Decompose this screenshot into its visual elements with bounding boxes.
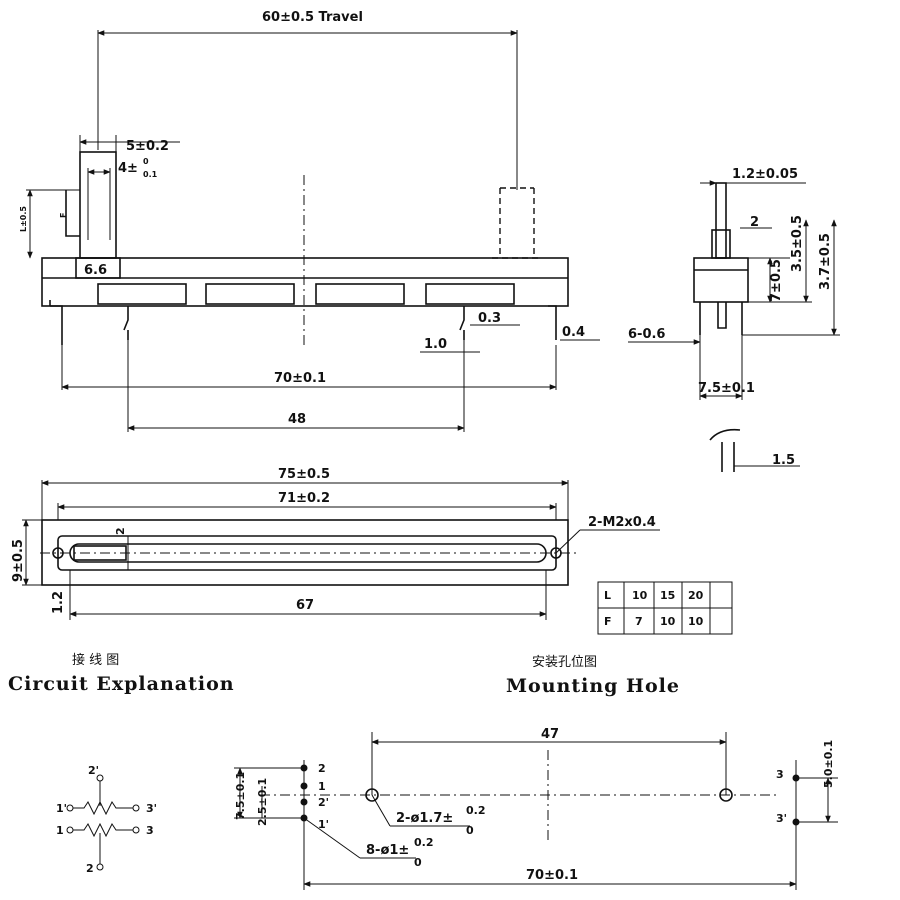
left-pin-label: 2' <box>318 796 329 809</box>
span-outer-dim: 70±0.1 <box>274 371 326 386</box>
shaft-step-dim: 2 <box>750 215 759 230</box>
front-view: 60±0.5 Travel 5±0.2 4± 0 0.1 L±0.5 F 6.6 <box>19 10 600 432</box>
pins-dim: 6-0.6 <box>628 327 665 342</box>
table-cell: 10 <box>660 615 676 628</box>
left-pin-label: 2 <box>318 762 326 775</box>
bottom-view: 75±0.5 71±0.2 2 2-M2x0.4 9±0.5 1.2 67 <box>11 467 660 620</box>
slot-dim: 67 <box>296 598 314 613</box>
table-cell: 15 <box>660 589 675 602</box>
circuit-diagram: 接 线 图 Circuit Explanation 2' 1' 3' 1 3 2 <box>8 652 235 875</box>
pin-bottom-label: 2 <box>86 862 94 875</box>
lf-table: L 10 15 20 F 7 10 10 <box>597 581 733 635</box>
height-c-dim: 3.7±0.5 <box>818 233 833 290</box>
lever-f-dim: F <box>59 213 68 218</box>
svg-text:0: 0 <box>466 824 474 837</box>
width-dim: 9±0.5 <box>11 539 26 582</box>
span-inner-dim: 48 <box>288 412 306 427</box>
pin-top-label: 2' <box>88 764 99 777</box>
right-pin-label: 3' <box>776 812 787 825</box>
edge-dim: 1.2 <box>51 591 66 614</box>
holes-small-dim: 2-ø1.7± <box>396 811 453 826</box>
table-cell: L <box>604 589 611 602</box>
left-pin-label: 1 <box>318 780 326 793</box>
left-pin-label: 1' <box>318 818 329 831</box>
mounting-title-cn: 安装孔位图 <box>532 655 597 670</box>
mounting-hole-diagram: 安装孔位图 Mounting Hole 47 2 1 2' 1' 7.5±0.1… <box>234 655 838 890</box>
knob-width-dim: 6.6 <box>84 263 107 278</box>
circuit-title-en: Circuit Explanation <box>8 673 235 695</box>
pin-height-dim: 1.0 <box>424 337 447 352</box>
pin-left-top-label: 1' <box>56 802 67 815</box>
svg-text:0: 0 <box>143 157 149 166</box>
mounting-title-en: Mounting Hole <box>506 675 680 697</box>
pin-offset-dim: 0.3 <box>478 311 501 326</box>
table-cell: 7 <box>635 615 643 628</box>
total-span-dim: 70±0.1 <box>526 868 578 883</box>
lever-height-dim: L±0.5 <box>19 206 28 232</box>
pin-left-bottom-label: 1 <box>56 824 64 837</box>
right-pin-label: 3 <box>776 768 784 781</box>
svg-text:0: 0 <box>414 856 422 869</box>
pin-right-top-label: 3' <box>146 802 157 815</box>
right-height-dim: 5.0±0.1 <box>822 740 835 788</box>
svg-text:0.2: 0.2 <box>466 804 486 817</box>
travel-dimension: 60±0.5 Travel <box>262 10 363 25</box>
table-cell: F <box>604 615 612 628</box>
pin-right-bottom-label: 3 <box>146 824 154 837</box>
table-cell: 10 <box>688 615 704 628</box>
bend-dim: 1.5 <box>772 453 795 468</box>
lever-mark-dim: 2 <box>114 527 127 535</box>
pin-thick-dim: 0.4 <box>562 325 585 340</box>
svg-text:0.2: 0.2 <box>414 836 434 849</box>
height-b-dim: 3.5±0.5 <box>790 215 805 272</box>
circuit-title-cn: 接 线 图 <box>72 652 119 668</box>
left-pitch-dim: 2.5±0.1 <box>256 778 269 826</box>
shaft-width-dim: 1.2±0.05 <box>732 167 798 182</box>
hole-span-dim: 47 <box>541 727 559 742</box>
table-cell: 20 <box>688 589 704 602</box>
pin-span-dim: 7.5±0.1 <box>698 381 755 396</box>
length-outer-dim: 75±0.5 <box>278 467 330 482</box>
side-view: 1.2±0.05 2 7±0.5 3.5±0.5 3.7±0.5 6-0.6 7… <box>628 167 840 472</box>
length-inner-dim: 71±0.2 <box>278 491 330 506</box>
holes-pins-dim: 8-ø1± <box>366 843 409 858</box>
svg-text:0.1: 0.1 <box>143 170 158 179</box>
table-cell: 10 <box>632 589 648 602</box>
height-a-dim: 7±0.5 <box>769 259 784 302</box>
left-height-dim: 7.5±0.1 <box>234 772 247 820</box>
lever-inner-dim: 4± <box>118 161 138 176</box>
lever-width-dim: 5±0.2 <box>126 139 169 154</box>
screw-dim: 2-M2x0.4 <box>588 515 656 530</box>
